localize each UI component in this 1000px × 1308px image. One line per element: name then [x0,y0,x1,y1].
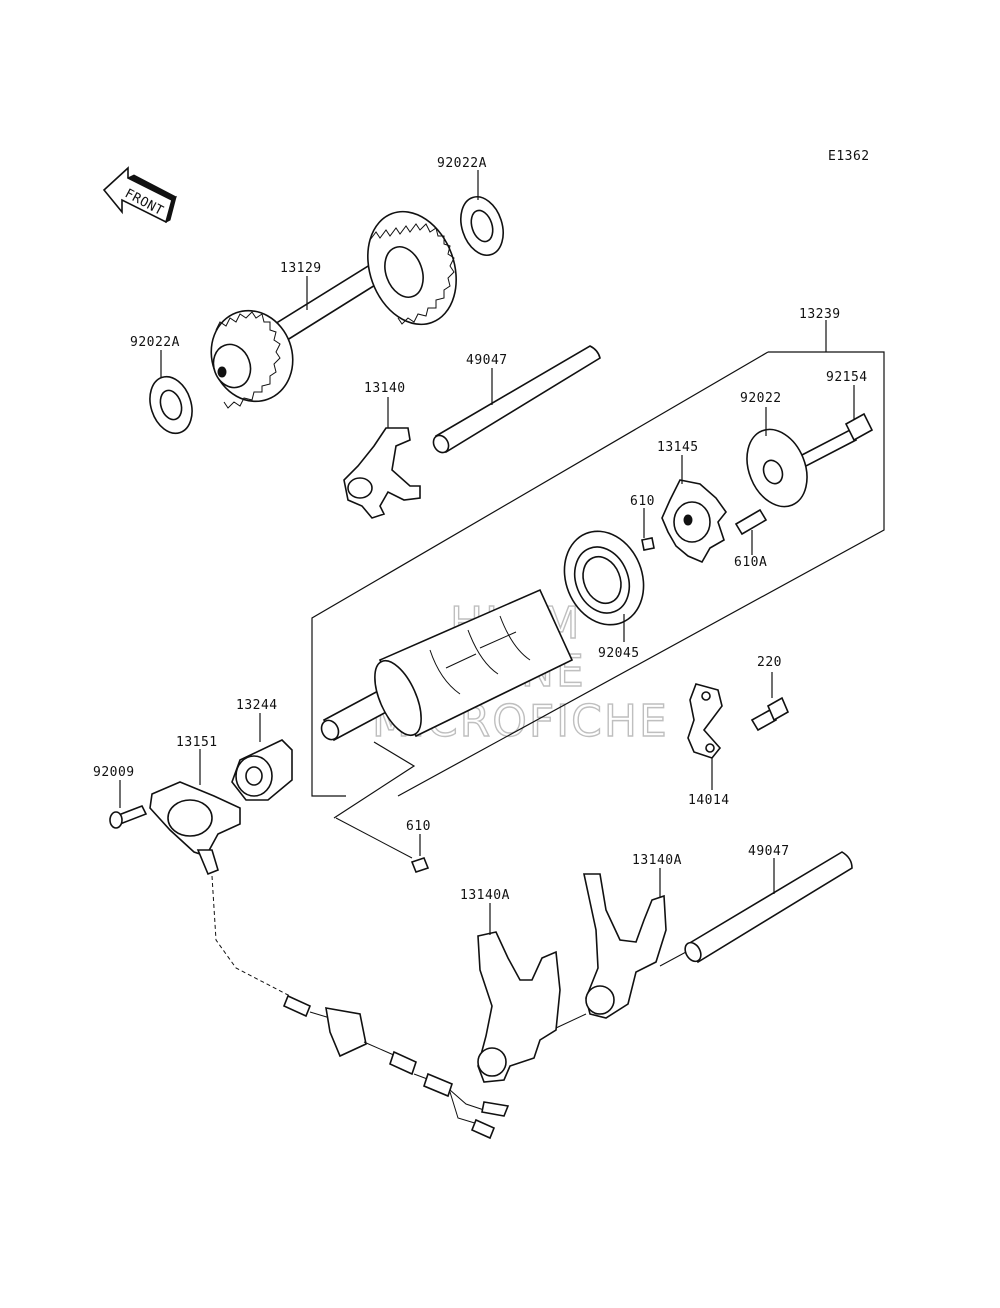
fork-13140A-left[interactable] [477,931,561,1083]
label-92022A-top: 92022A [437,156,487,171]
pin-610A[interactable] [734,508,768,536]
label-13145: 13145 [657,440,699,455]
front-arrow-icon: FRONT [102,166,177,224]
label-49047-top: 49047 [466,353,508,368]
label-92154: 92154 [826,370,868,385]
label-13140: 13140 [364,381,406,396]
label-13140A-right: 13140A [632,853,682,868]
label-610-bottom: 610 [406,819,431,834]
label-13140A-left: 13140A [460,888,510,903]
label-92022: 92022 [740,391,782,406]
label-92009: 92009 [93,765,135,780]
label-49047-bottom: 49047 [748,844,790,859]
label-14014: 14014 [688,793,730,808]
diagram-code: E1362 [828,149,870,164]
washer-92022A-top[interactable] [454,191,511,260]
label-13239: 13239 [799,307,841,322]
label-220: 220 [757,655,782,670]
label-13151: 13151 [176,735,218,750]
fork-13140A-right[interactable] [583,873,667,1019]
cam-13244[interactable] [231,739,293,801]
wire-harness [211,875,510,1140]
label-92045: 92045 [598,646,640,661]
label-92022A-left: 92022A [130,335,180,350]
label-610-top: 610 [630,494,655,509]
bolt-92154[interactable] [798,412,874,468]
washer-92022A-left[interactable] [143,371,199,439]
rod-49047-bottom[interactable] [682,851,853,964]
bearing-92045[interactable] [551,519,657,636]
washer-92022[interactable] [736,420,818,515]
plate-14014[interactable] [687,683,723,759]
switch-13151[interactable] [149,781,241,876]
rod-49047-top[interactable] [430,345,601,455]
shaft-13129[interactable] [199,199,472,413]
bracket-13239 [311,320,885,797]
label-610A: 610A [734,555,767,570]
shift-drum[interactable] [318,588,574,743]
label-13129: 13129 [280,261,322,276]
pin-610-top[interactable] [641,537,655,551]
pin-610-bottom[interactable] [410,857,430,873]
screw-220[interactable] [750,696,790,732]
plate-13145[interactable] [661,479,728,564]
label-13244: 13244 [236,698,278,713]
fork-13140[interactable] [343,427,421,519]
screw-92009[interactable] [109,804,148,829]
